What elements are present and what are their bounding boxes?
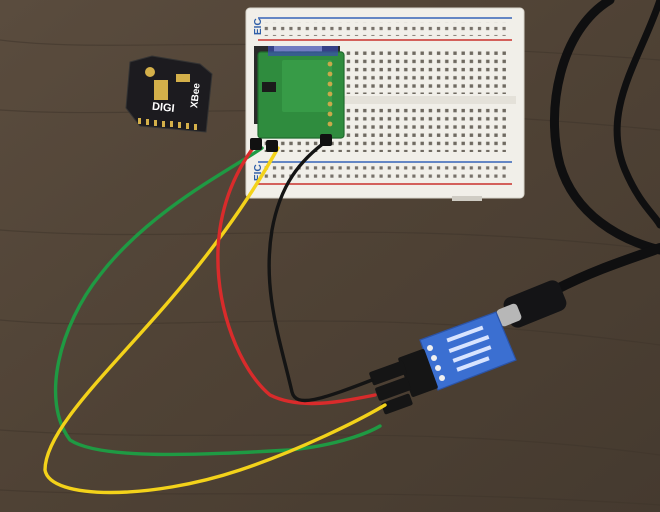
usb-c-plug — [496, 280, 567, 328]
breadboard-label-bottom: EIC — [253, 164, 264, 181]
xbee-module: DIGI XBee — [125, 55, 213, 133]
wire-connectors — [250, 134, 332, 152]
xbee-breakout-board — [254, 46, 345, 139]
xbee-product-label: XBee — [189, 82, 203, 108]
breadboard-label-top: EIC — [253, 18, 264, 35]
wire-red — [216, 142, 377, 406]
xbee-brand-label: DIGI — [151, 101, 175, 115]
jumper-wires — [43, 138, 387, 495]
usb-cable — [549, 0, 660, 295]
usb-serial-adapter — [369, 311, 517, 415]
wire-yellow — [43, 146, 387, 495]
wire-black — [267, 138, 374, 403]
